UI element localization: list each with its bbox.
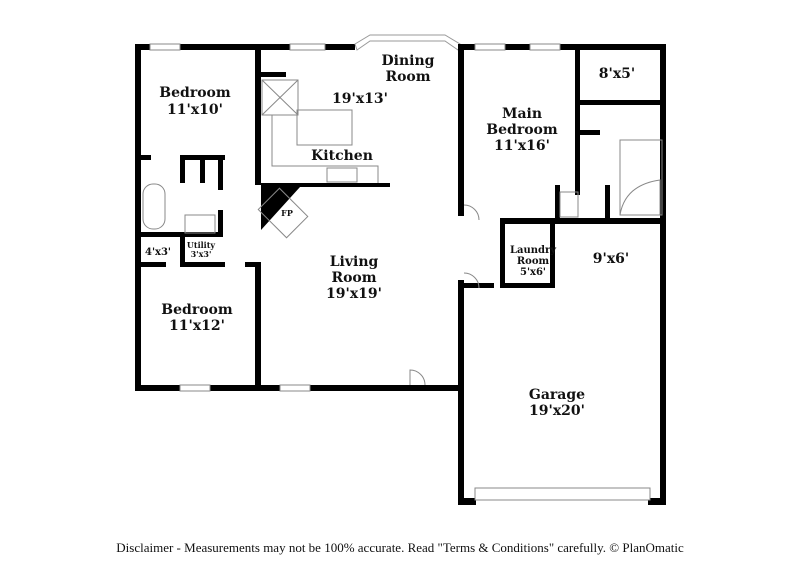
room-label-garage: Garage: [529, 387, 585, 403]
room-size-storage: 9'x6': [593, 251, 629, 267]
room-size-main: 11'x16': [494, 138, 550, 154]
room-size-closet: 8'x5': [599, 66, 635, 82]
room-size-dining: 19'x13': [332, 91, 388, 107]
room-size-closet-small: 4'x3': [145, 247, 171, 258]
room-label-living-2: Room: [331, 270, 376, 286]
room-label-dining: Dining: [382, 53, 435, 69]
room-label-laundry: Laundry: [510, 245, 557, 256]
room-label-kitchen: Kitchen: [311, 148, 373, 164]
shower: [559, 191, 579, 218]
door-swing: [463, 204, 480, 221]
room-label-bedroom-2: Bedroom: [161, 302, 233, 318]
room-size-bedroom: 11'x10': [167, 102, 223, 118]
room-size-laundry: 5'x6': [520, 267, 546, 278]
room-size-living: 19'x19': [326, 286, 382, 302]
room-size-utility: 3'x3': [191, 249, 212, 259]
room-label-utility: Utility: [187, 240, 215, 250]
fireplace-hearth: [257, 187, 309, 239]
room-label-living: Living: [330, 254, 379, 270]
room-label-laundry-2: Room: [517, 256, 550, 267]
room-label-main-2: Bedroom: [486, 122, 558, 138]
room-size-garage: 19'x20': [529, 403, 585, 419]
corner-tub: [619, 179, 661, 216]
bathtub: [142, 183, 166, 230]
refrigerator: [261, 79, 299, 116]
disclaimer: Disclaimer - Measurements may not be 100…: [116, 540, 684, 555]
room-label-dining-2: Room: [385, 69, 430, 85]
room-label-main: Main: [502, 106, 542, 122]
kitchen-island: [296, 109, 353, 146]
bathroom-sink: [184, 214, 216, 234]
kitchen-sink: [326, 167, 358, 183]
fireplace-label: FP: [281, 208, 293, 218]
front-door: [409, 369, 426, 386]
door-swing: [463, 272, 480, 289]
room-label-bedroom: Bedroom: [159, 85, 231, 101]
room-size-bedroom-2: 11'x12': [169, 318, 225, 334]
main-bath-vanity: [619, 139, 663, 216]
fixtures: [142, 43, 663, 501]
garage-door: [474, 487, 651, 501]
